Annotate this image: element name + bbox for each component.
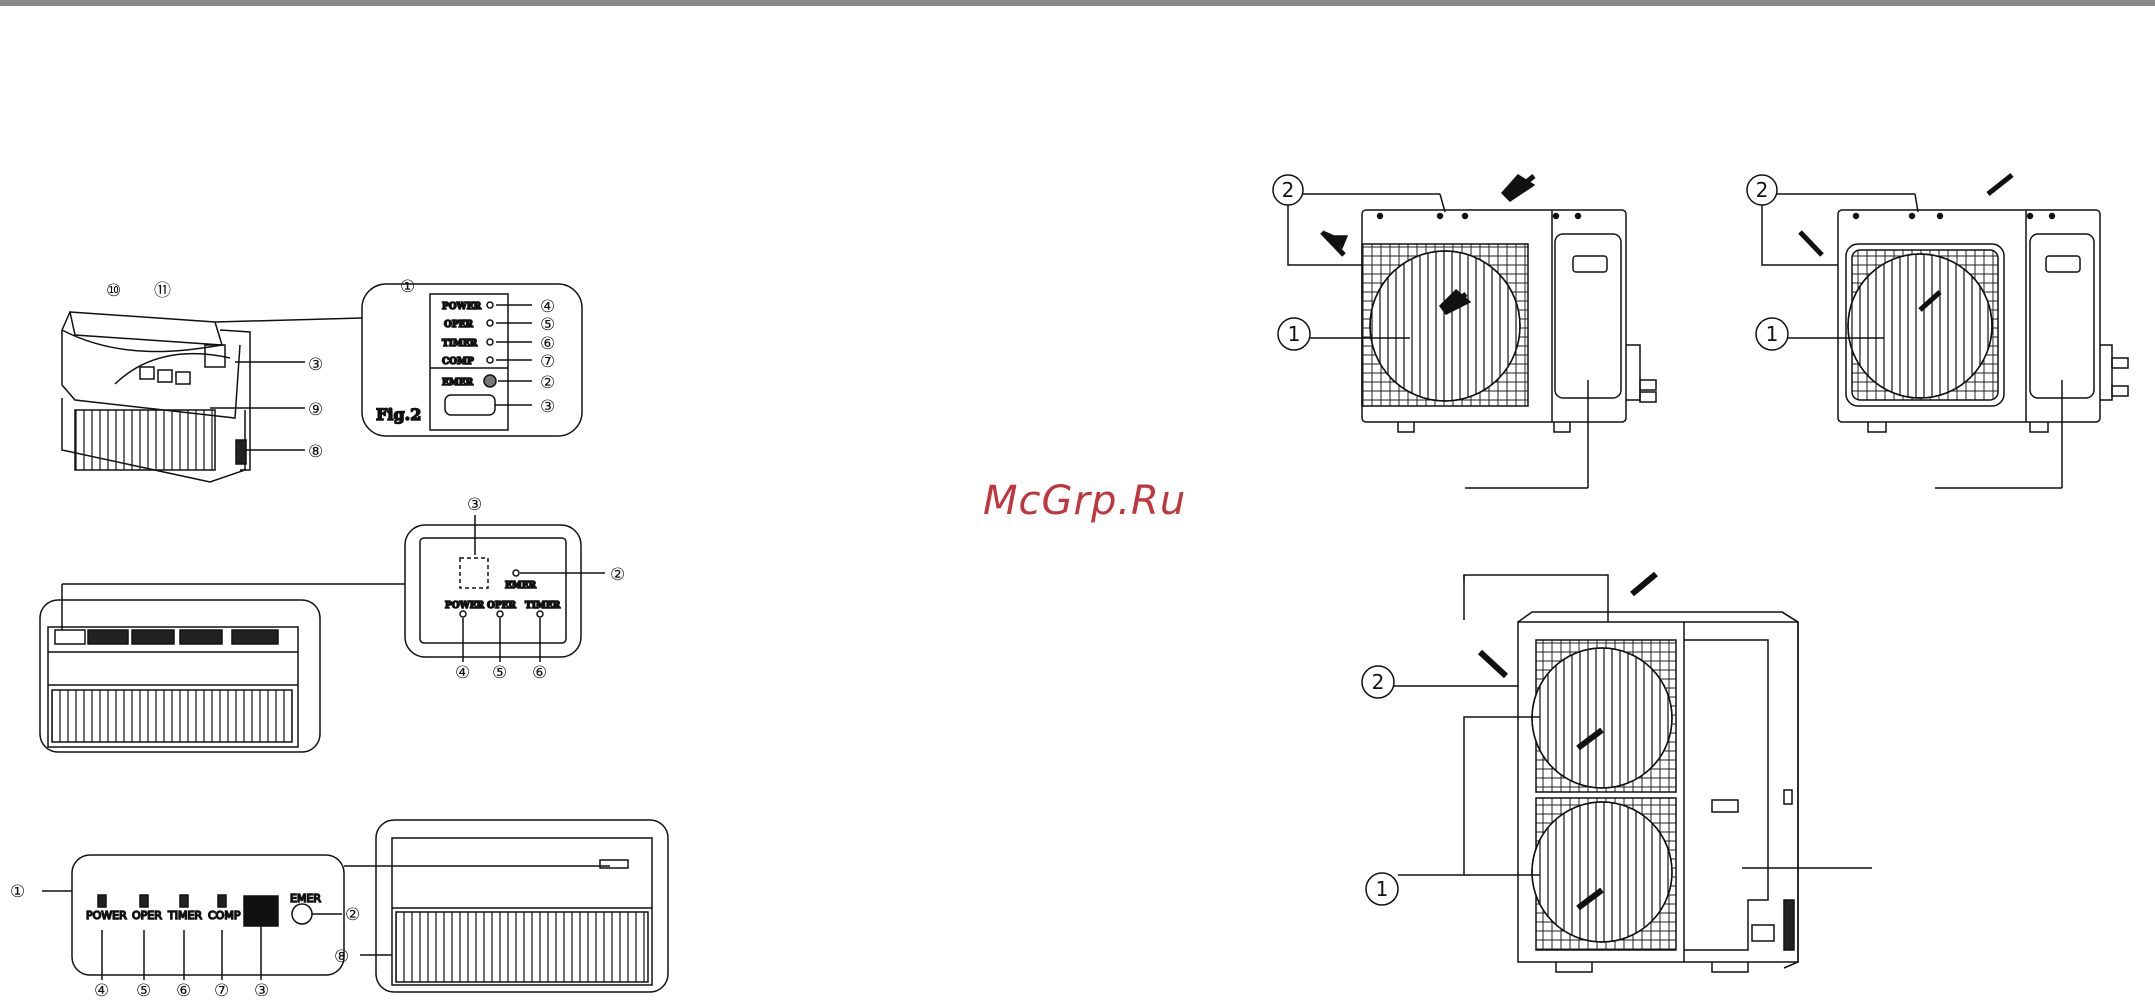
panel1-oper-label: OPER [444,320,473,330]
callout-3: ③ [308,355,323,375]
panel3-power-label: POWER [86,909,127,922]
watermark: McGrp.Ru [983,478,1187,524]
panel3-oper-label: OPER [132,909,162,922]
outdoor-large-label-1: 1 [1376,877,1389,901]
callout-6: ⑥ [176,981,191,1000]
panel2-emer-label: EMER [505,581,537,591]
callout-11: ⑪ [154,281,171,301]
panel2-oper-label: OPER [487,601,516,611]
outdoor-unit-a [1320,174,1657,433]
callout-1: ① [400,277,415,297]
callout-1: ① [10,882,25,902]
callout-4: ④ [540,297,555,317]
callout-5: ⑤ [136,981,151,1000]
callout-6: ⑥ [540,334,555,354]
callout-4: ④ [94,981,109,1000]
callout-7: ⑦ [214,981,229,1000]
ceiling-unit-front [39,599,321,753]
control-panel-3 [71,854,345,976]
callout-5: ⑤ [540,315,555,335]
top-rule [0,0,2155,6]
callout-3: ③ [467,495,482,515]
floor-ceiling-unit-front [375,819,669,993]
callout-2: ② [345,905,360,925]
callout-3: ③ [254,981,269,1000]
panel1-comp-label: COMP [442,357,474,367]
callout-2: ② [540,373,555,393]
panel3-comp-label: COMP [208,909,241,922]
panel3-emer-label: EMER [290,892,321,905]
panel2-timer-label: TIMER [525,601,561,611]
leader-line [214,317,363,323]
indoor-unit-perspective [61,311,251,483]
callout-8: ⑧ [308,442,323,462]
callout-8: ⑧ [334,947,349,967]
outdoor-b-label-1: 1 [1766,322,1779,346]
callout-6: ⑥ [532,663,547,683]
outdoor-a-label-2: 2 [1282,178,1295,202]
callout-3: ③ [540,397,555,417]
outdoor-unit-large [1477,571,1799,973]
callout-7: ⑦ [540,352,555,372]
callout-10: ⑩ [106,281,121,301]
outdoor-unit-b [1798,173,2129,433]
callout-9: ⑨ [308,400,323,420]
callout-2: ② [610,565,625,585]
control-panel-2 [404,524,582,658]
panel2-power-label: POWER [445,601,485,611]
panel1-emer-label: EMER [442,378,474,388]
panel3-timer-label: TIMER [167,909,202,922]
outdoor-b-label-2: 2 [1756,178,1769,202]
outdoor-large-label-2: 2 [1372,670,1385,694]
callout-4: ④ [455,663,470,683]
figure-label: Fig.2 [376,405,421,424]
control-panel-1 [361,283,583,437]
outdoor-a-label-1: 1 [1288,322,1301,346]
panel1-power-label: POWER [442,302,482,312]
callout-5: ⑤ [492,663,507,683]
panel1-timer-label: TIMER [442,339,478,349]
